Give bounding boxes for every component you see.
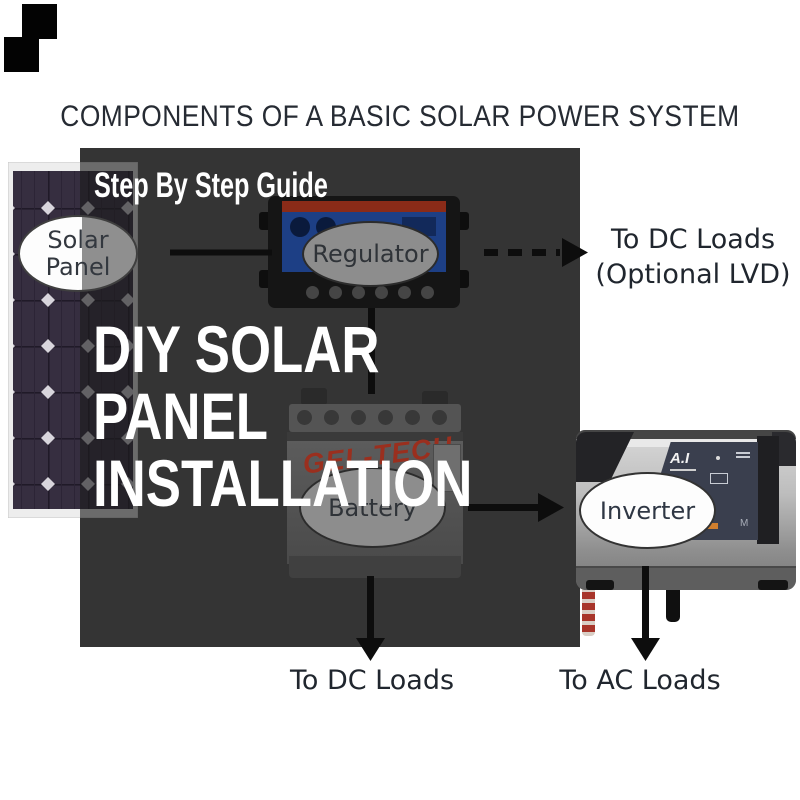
battery-band (287, 432, 463, 441)
overlay-heading: DIY SOLAR PANEL INSTALLATION (93, 316, 567, 517)
plug-icon (736, 452, 750, 454)
decor-square-bottom (4, 37, 39, 72)
inverter-logo-line (670, 469, 696, 471)
inverter-logo: A.I (670, 450, 690, 467)
annotation-dc-loads-bottom: To DC Loads (289, 665, 455, 696)
warning-icon (706, 523, 718, 529)
annotation-ac-loads-bottom: To AC Loads (559, 665, 721, 696)
inverter-foot (586, 580, 614, 590)
terminal-screw (398, 286, 411, 299)
battery-cell-cap (324, 410, 339, 425)
label-oval-solar-panel: Solar Panel (18, 215, 138, 292)
terminal-screw (352, 286, 365, 299)
inverter-top-edge (576, 430, 796, 439)
label-oval-inverter: Inverter (579, 472, 716, 549)
solar-panel-label: Solar Panel (45, 225, 111, 281)
inverter-foot (758, 580, 788, 590)
battery-cell-cap (297, 410, 312, 425)
regulator-label: Regulator (312, 240, 429, 268)
decor-square-top (22, 4, 57, 39)
dc-loads-line1: To DC Loads (610, 224, 776, 255)
dc-loads-line2: (Optional LVD) (595, 259, 791, 290)
terminal-screw (306, 286, 319, 299)
diagram-title: COMPONENTS OF A BASIC SOLAR POWER SYSTEM (60, 100, 740, 133)
terminal-screw (329, 286, 342, 299)
inverter-label: Inverter (599, 496, 696, 525)
heading-line-1: DIY SOLAR (93, 312, 380, 386)
battery-cell-cap (378, 410, 393, 425)
battery-cell-cap (405, 410, 420, 425)
label-oval-regulator: Regulator (302, 221, 439, 287)
regulator-knob (290, 217, 310, 237)
heading-line-2: PANEL (93, 379, 269, 453)
battery-icon (710, 473, 728, 484)
battery-terminal (301, 388, 327, 405)
battery-top-plate (289, 404, 461, 432)
battery-base (289, 556, 461, 578)
heading-line-3: INSTALLATION (93, 446, 473, 520)
mode-glyph: M (740, 518, 749, 529)
battery-cell-cap (351, 410, 366, 425)
battery-terminal (422, 391, 448, 408)
battery-cell-cap (432, 410, 447, 425)
terminal-screw (375, 286, 388, 299)
battery-side-label (433, 444, 461, 492)
overlay-kicker: Step By Step Guide (94, 166, 328, 205)
label-oval-battery: Battery (299, 467, 446, 548)
annotation-dc-loads-optional: To DC Loads (Optional LVD) (586, 222, 800, 292)
inverter-right-cap (757, 436, 779, 544)
battery-label: Battery (328, 493, 417, 522)
regulator-red-band (282, 201, 446, 212)
led-dot (716, 456, 720, 460)
terminal-screw (421, 286, 434, 299)
